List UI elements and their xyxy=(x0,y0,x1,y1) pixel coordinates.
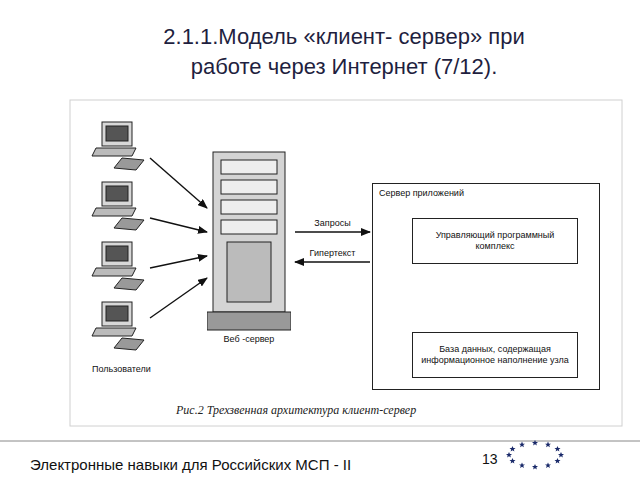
box-text: База данных, содержащая информационное н… xyxy=(421,344,569,366)
computer-icon xyxy=(92,122,144,170)
picture-frame xyxy=(70,100,622,426)
computer-icon xyxy=(92,302,144,350)
connector xyxy=(295,261,370,262)
box-text: Управляющий программный комплекс xyxy=(421,230,569,252)
eu-stars xyxy=(506,440,564,470)
computer-icon xyxy=(92,242,144,290)
web-server: Веб -сервер xyxy=(207,150,291,350)
edge-label: Запросы xyxy=(312,218,352,228)
frame-heading: Сервер приложений xyxy=(379,188,464,198)
footer-rule xyxy=(0,441,640,442)
computer-icon xyxy=(92,182,144,230)
server-tower xyxy=(207,150,291,332)
server-label: Веб -сервер xyxy=(207,334,291,344)
group-label: Пользователи xyxy=(92,364,151,374)
connector xyxy=(295,231,370,232)
app-server-frame: Сервер приложенийУправляющий программный… xyxy=(372,183,600,390)
footer-text: Электронные навыки для Российских МСП - … xyxy=(30,456,351,473)
process-box: База данных, содержащая информационное н… xyxy=(412,332,578,378)
slide-title: 2.1.1.Модель «клиент- сервер» при работе… xyxy=(134,22,554,82)
user-arrows xyxy=(150,158,207,318)
figure-caption: Рис.2 Трехзвенная архитектура клиент-сер… xyxy=(176,403,416,418)
page-number: 13 xyxy=(482,451,498,467)
process-box: Управляющий программный комплекс xyxy=(412,218,578,264)
edge-label: Гипертекст xyxy=(308,248,358,258)
